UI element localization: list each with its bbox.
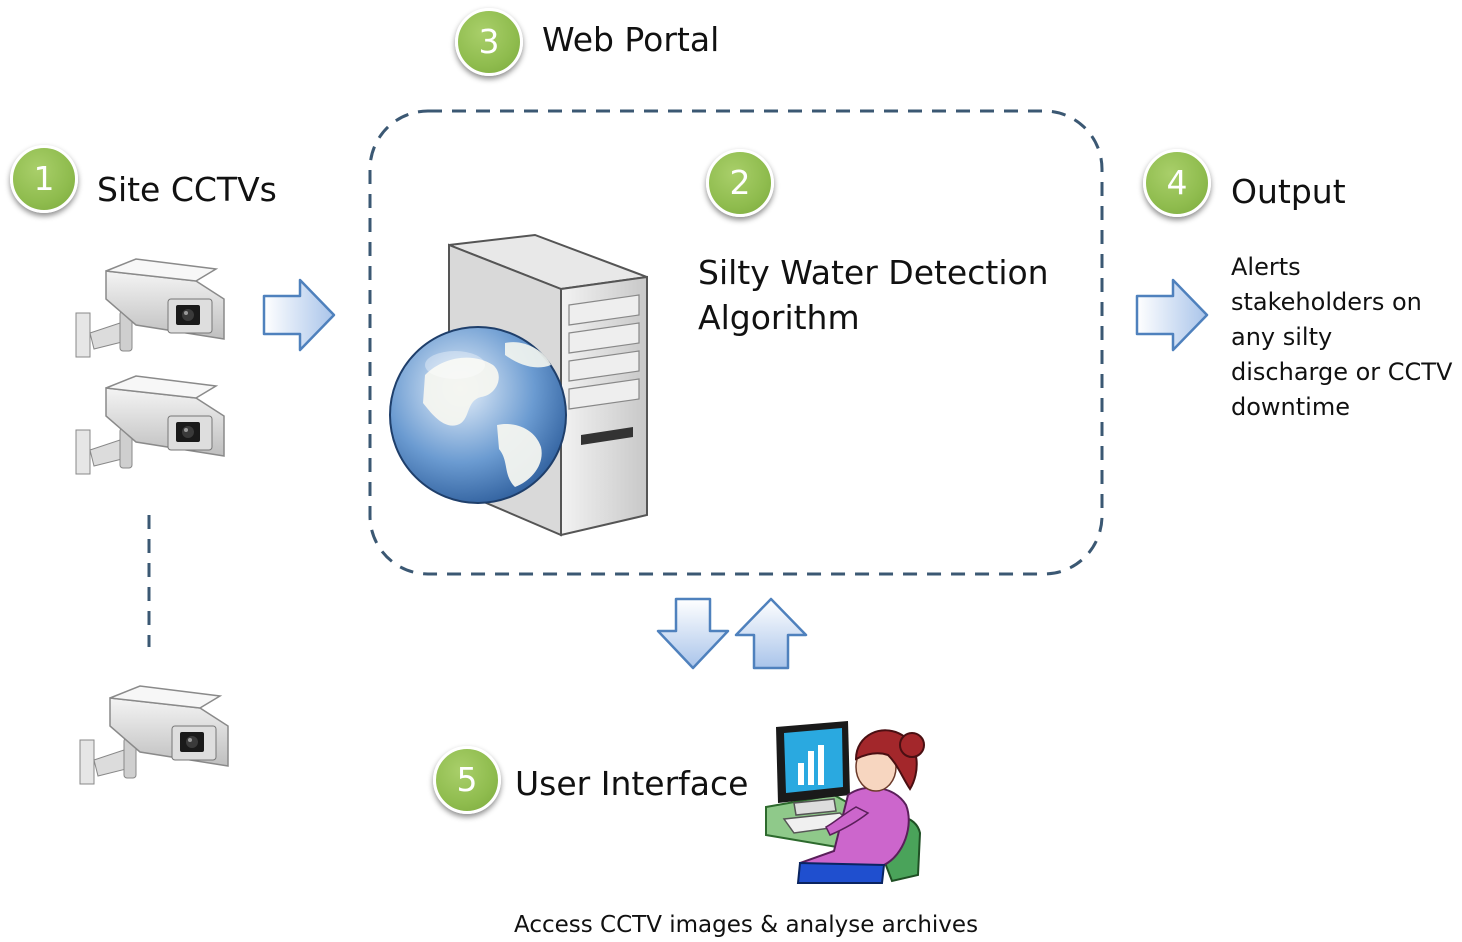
output-description-line-1: Alerts — [1231, 253, 1301, 281]
step-2-title-line2: Algorithm — [698, 298, 860, 337]
arrow-up-icon — [734, 597, 808, 670]
cctv-camera-icon — [75, 258, 225, 358]
step-1-badge: 1 — [10, 145, 78, 213]
caption: Access CCTV images & analyse archives — [514, 912, 979, 938]
step-5-title: User Interface — [515, 764, 749, 803]
step-3-badge: 3 — [455, 8, 523, 76]
output-description-line-2: stakeholders on — [1231, 288, 1422, 316]
step-4-title: Output — [1231, 172, 1346, 211]
user-at-computer-icon — [765, 721, 925, 884]
step-4-badge: 4 — [1143, 149, 1211, 217]
server-globe-icon — [389, 233, 648, 537]
cctv-camera-icon — [75, 375, 225, 475]
step-2-title-line1: Silty Water Detection — [698, 253, 1049, 292]
camera-connector-dashed-line — [147, 515, 151, 647]
arrow-down-icon — [656, 597, 730, 670]
step-1-title: Site CCTVs — [97, 170, 277, 209]
output-description-line-4: discharge or CCTV — [1231, 358, 1453, 386]
step-5-badge: 5 — [433, 746, 501, 814]
arrow-right-icon — [262, 278, 336, 352]
cctv-camera-icon — [79, 685, 229, 785]
step-3-title: Web Portal — [542, 20, 720, 59]
output-description-line-3: any silty — [1231, 323, 1333, 351]
step-2-badge: 2 — [706, 149, 774, 217]
arrow-right-icon — [1135, 278, 1209, 352]
output-description-line-5: downtime — [1231, 393, 1350, 421]
